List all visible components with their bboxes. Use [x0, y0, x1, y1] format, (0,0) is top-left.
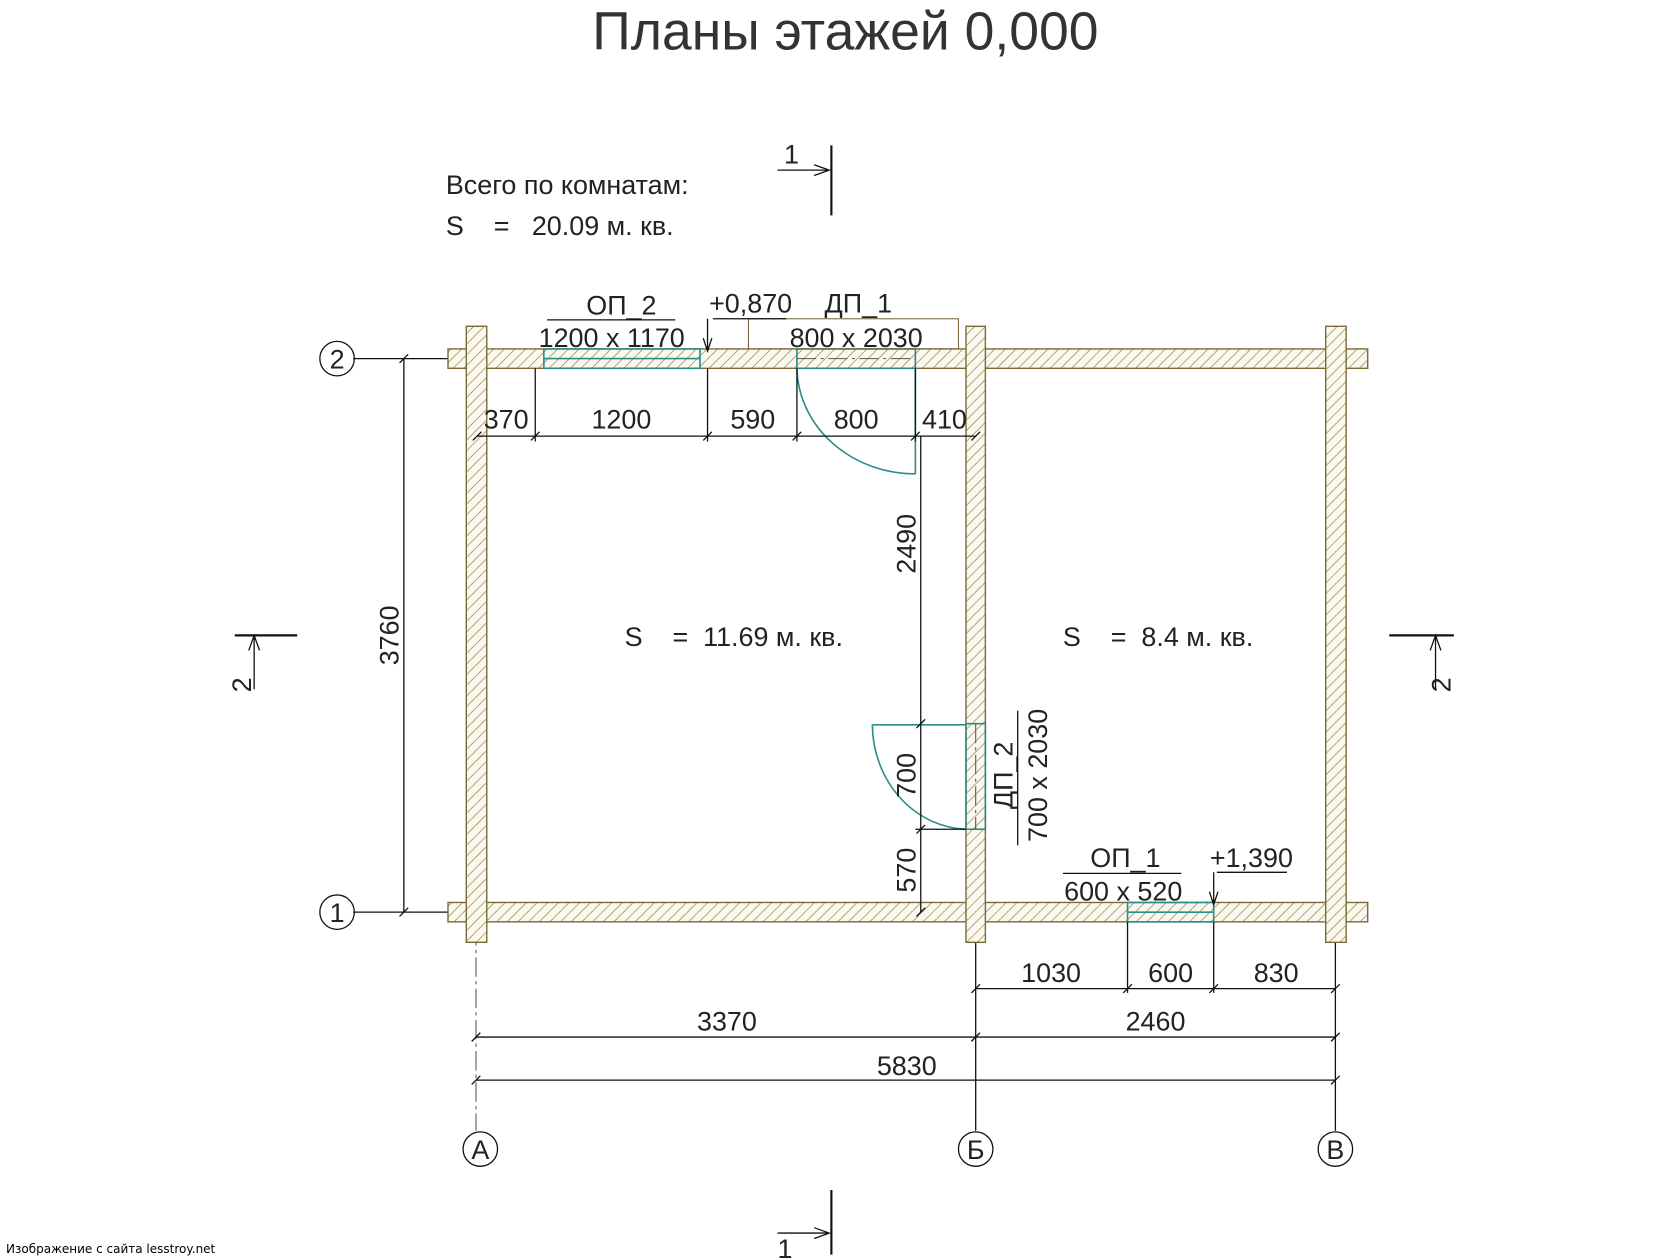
section-mark-2-right: 2: [1389, 633, 1457, 692]
axis-bubble-a: А: [462, 1131, 499, 1167]
axis-bubble-2: 2: [319, 340, 355, 377]
page-title: Планы этажей 0,000: [592, 2, 1098, 62]
level-bottom: +1,390: [1210, 843, 1293, 873]
svg-text:590: 590: [730, 405, 775, 435]
section-mark-1-top: 1: [777, 140, 833, 216]
dimension-bottom-row1: 1030 600 830: [970, 921, 1341, 994]
svg-text:2: 2: [330, 344, 345, 374]
svg-text:Б: Б: [967, 1135, 985, 1165]
svg-text:2490: 2490: [891, 514, 921, 574]
axis-bubble-b: Б: [957, 1131, 994, 1167]
svg-text:1: 1: [330, 898, 345, 928]
svg-text:800: 800: [834, 405, 879, 435]
grid-axes: [353, 357, 1368, 1131]
dp1-name: ДП_1: [825, 288, 893, 318]
axis-bubble-v: В: [1317, 1131, 1354, 1167]
room-2-area: S = 8.4 м. кв.: [1063, 622, 1253, 652]
op2-name: ОП_2: [586, 290, 656, 320]
svg-text:1: 1: [778, 1234, 793, 1260]
op1-name: ОП_1: [1090, 843, 1160, 873]
svg-text:В: В: [1326, 1135, 1344, 1165]
dp1-size: 800 x 2030: [790, 323, 923, 353]
svg-text:А: А: [471, 1135, 489, 1165]
svg-text:410: 410: [922, 405, 967, 435]
summary-area: S = 20.09 м. кв.: [446, 211, 674, 241]
svg-text:2460: 2460: [1126, 1007, 1186, 1037]
dp2-size: 700 x 2030: [1023, 709, 1053, 842]
window-op1: [1126, 901, 1215, 923]
section-mark-1-bottom: 1: [778, 1190, 833, 1260]
level-top: +0,870: [709, 288, 792, 318]
svg-text:2: 2: [1427, 677, 1457, 692]
dimension-overall-height: 3760: [374, 353, 409, 917]
svg-text:700: 700: [891, 753, 921, 798]
svg-text:600: 600: [1148, 958, 1193, 988]
svg-text:1030: 1030: [1021, 958, 1081, 988]
op1-size: 600 x 520: [1064, 876, 1182, 906]
room-1-area: S = 11.69 м. кв.: [625, 622, 843, 652]
watermark: Изображение с сайта lesstroy.net: [6, 1242, 216, 1256]
dimension-top: 370 1200 590 800 410: [472, 368, 981, 442]
svg-text:5830: 5830: [877, 1051, 937, 1081]
dimension-total: 5830: [471, 1051, 1341, 1085]
window-op2: [543, 348, 701, 370]
summary-label: Всего по комнатам:: [446, 170, 689, 200]
svg-text:570: 570: [891, 848, 921, 893]
op2-size: 1200 x 1170: [539, 323, 685, 353]
svg-text:3760: 3760: [374, 605, 404, 665]
section-mark-2-left: 2: [227, 633, 298, 692]
dimension-vertical: 2490 700 570: [891, 436, 966, 917]
svg-text:370: 370: [484, 405, 529, 435]
svg-text:3370: 3370: [697, 1007, 757, 1037]
dp2-name: ДП_2: [988, 742, 1018, 810]
svg-text:1: 1: [784, 140, 799, 170]
axis-bubble-1: 1: [319, 894, 355, 931]
svg-text:1200: 1200: [591, 405, 651, 435]
svg-text:2: 2: [227, 677, 257, 692]
dimension-bottom-row2: 3370 2460: [471, 1007, 1341, 1042]
svg-text:830: 830: [1254, 958, 1299, 988]
